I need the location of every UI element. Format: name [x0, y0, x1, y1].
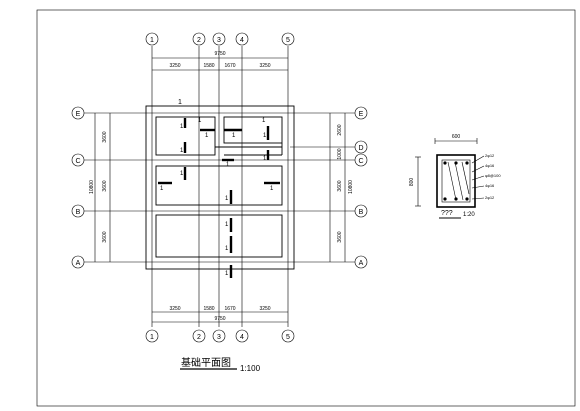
- axis-bubbles-right: E D C B A: [354, 106, 368, 269]
- axis-label: E: [359, 111, 364, 118]
- axis-label: E: [76, 111, 81, 118]
- dim-top-total: 9750: [214, 51, 225, 57]
- dim-top-segment: 1670: [224, 63, 235, 69]
- rebar-label: 4φ16: [485, 163, 495, 168]
- dim-right-segment: 2600: [337, 124, 343, 135]
- axis-bubbles-left: E C B A: [71, 106, 85, 269]
- detail-title: ???: [441, 210, 453, 217]
- mark-label: 1: [225, 246, 229, 252]
- dim-top-segment: 3250: [259, 63, 270, 69]
- mark-label: 1: [198, 118, 202, 124]
- mark-label: 1: [225, 196, 229, 202]
- axis-label: D: [358, 145, 363, 152]
- rebar-label: 2φ12: [485, 195, 495, 200]
- axis-label: 2: [197, 37, 201, 44]
- mark-label: 1: [180, 124, 184, 130]
- mark-label: 1: [270, 186, 274, 192]
- axis-label: B: [359, 209, 364, 216]
- axis-label: 3: [217, 334, 221, 341]
- dim-left-total: 10800: [89, 180, 95, 194]
- dim-left-segment: 3600: [102, 231, 108, 242]
- axis-label: B: [76, 209, 81, 216]
- axis-label: 1: [150, 334, 154, 341]
- rebar-label: φ8@100: [485, 173, 501, 178]
- plan-scale: 1:100: [240, 364, 261, 373]
- dim-bottom-segment: 3250: [259, 306, 270, 312]
- axis-label: 4: [240, 334, 244, 341]
- dim-left-segment: 3600: [102, 131, 108, 142]
- axis-label: 3: [217, 37, 221, 44]
- mark-label: 1: [178, 99, 182, 106]
- axis-label: C: [358, 158, 363, 165]
- dim-right-segment: 1000: [337, 148, 343, 159]
- bottom-dimensions: 3250 1580 1670 3250 9750: [152, 306, 288, 323]
- mark-label: 1: [205, 133, 209, 139]
- dim-left-segment: 3600: [102, 180, 108, 191]
- beam-marks: [158, 118, 280, 278]
- mark-label: 1: [232, 133, 236, 139]
- axis-label: A: [359, 260, 364, 267]
- mark-label: 1: [226, 162, 230, 168]
- axis-label: C: [75, 158, 80, 165]
- mark-label: 1: [225, 222, 229, 228]
- detail-scale: 1:20: [463, 212, 475, 218]
- rebar-label: 2φ12: [485, 153, 495, 158]
- axis-label: 5: [286, 37, 290, 44]
- dim-bottom-segment: 1580: [203, 306, 214, 312]
- mark-label: 1: [180, 148, 184, 154]
- detail-height-dim: 800: [409, 178, 415, 187]
- dim-bottom-segment: 3250: [169, 306, 180, 312]
- mark-label: 1: [263, 133, 267, 139]
- plan-title-block: 基础平面图 1:100: [180, 356, 261, 373]
- axis-label: A: [76, 260, 81, 267]
- top-dimensions: 9750 3250 1580 1670 3250: [152, 51, 288, 71]
- mark-label: 1: [160, 186, 164, 192]
- dim-right-segment: 3600: [337, 180, 343, 191]
- sheet-border: [36, 9, 576, 407]
- rebar-label: 4φ16: [485, 183, 495, 188]
- mark-labels: 1 1 1 1 1 1 1 1 1 1 1 1 1 1 1 1 1: [160, 99, 274, 277]
- detail-width-dim: 600: [452, 134, 461, 140]
- mark-label: 1: [262, 118, 266, 124]
- axis-label: 2: [197, 334, 201, 341]
- dim-bottom-segment: 1670: [224, 306, 235, 312]
- section-detail: 600 800 2φ12 4φ16 φ8@100 4φ16 2φ12 ??? 1…: [409, 134, 501, 219]
- dim-bottom-total: 9750: [214, 316, 225, 322]
- axis-label: 5: [286, 334, 290, 341]
- right-dimensions: 2600 1000 3600 3600 10800: [329, 113, 354, 262]
- dim-top-segment: 3250: [169, 63, 180, 69]
- axis-grid: [84, 46, 355, 327]
- left-dimensions: 3600 3600 3600 10800: [89, 113, 111, 262]
- plan-title: 基础平面图: [181, 356, 231, 369]
- axis-label: 4: [240, 37, 244, 44]
- mark-label: 1: [263, 156, 267, 162]
- axis-bubbles-top: 1 2 3 4 5: [145, 32, 295, 46]
- mark-label: 1: [180, 171, 184, 177]
- dim-top-segment: 1580: [203, 63, 214, 69]
- dim-right-segment: 3600: [337, 231, 343, 242]
- axis-label: 1: [150, 37, 154, 44]
- mark-label: 1: [225, 271, 229, 277]
- axis-bubbles-bottom: 1 2 3 4 5: [145, 329, 295, 343]
- dim-right-total: 10800: [348, 180, 354, 194]
